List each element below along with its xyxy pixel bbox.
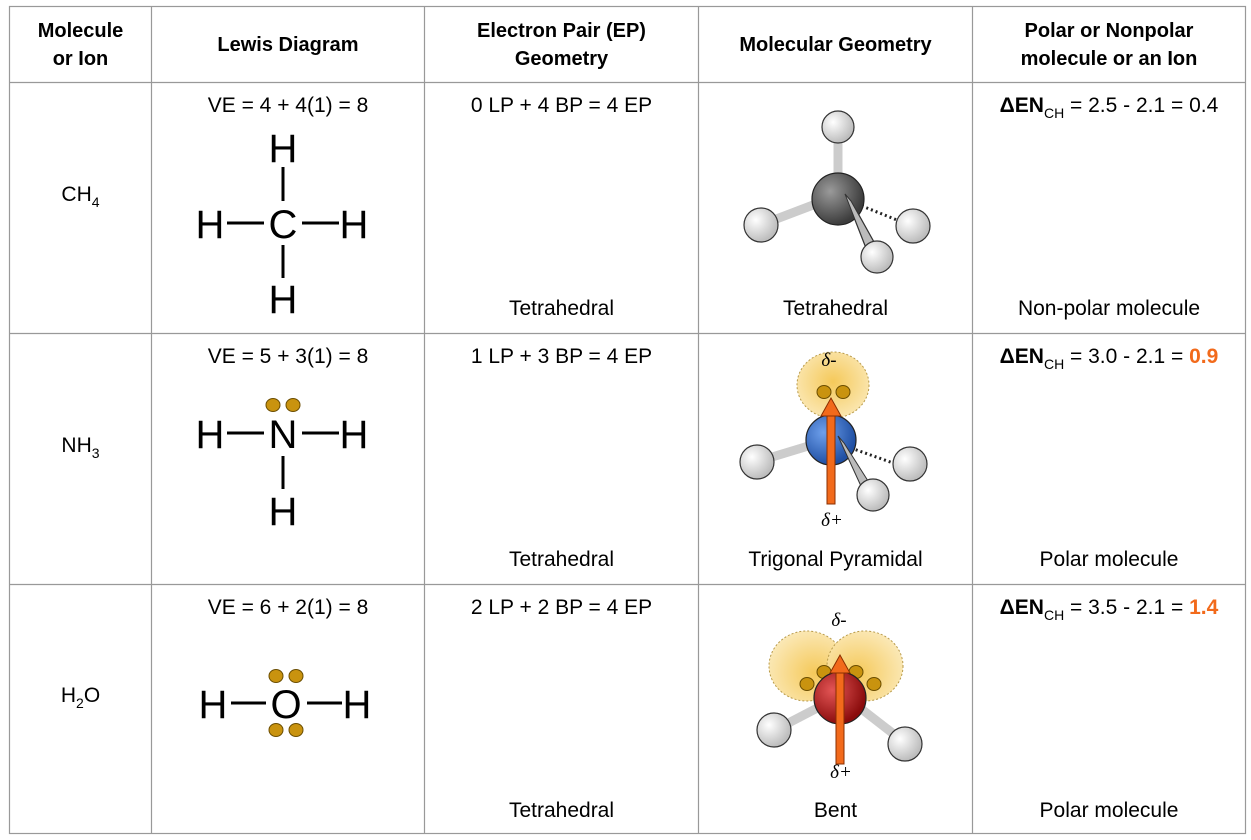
delta-plus-label: δ+: [821, 510, 843, 531]
ball-stick-ch4: [743, 110, 931, 274]
ball-stick-nh3: δ- δ+: [739, 350, 928, 531]
lewis-diagram-h2o: H O H: [199, 669, 372, 737]
ball-stick-h2o: δ- δ+: [756, 610, 923, 783]
atom-h: H: [199, 683, 228, 727]
molecular-geometry-nh3: Trigonal Pyramidal: [748, 548, 923, 571]
lewis-diagram-nh3: H N H H: [196, 398, 369, 533]
atom-center: O: [270, 683, 301, 727]
atom-h: H: [196, 413, 225, 457]
delta-en-ch4: ΔENCH = 2.5 - 2.1 = 0.4: [999, 94, 1219, 121]
ep-count-ch4: 0 LP + 4 BP = 4 EP: [470, 94, 653, 117]
atom-h: H: [196, 203, 225, 247]
molecular-geometry-ch4: Tetrahedral: [782, 297, 889, 320]
header-ep-geometry: Electron Pair (EP)Geometry: [477, 19, 646, 70]
formula-h2o: H2O: [60, 684, 101, 711]
molecular-geometry-h2o: Bent: [813, 799, 858, 822]
atom-h: H: [269, 278, 298, 322]
polarity-ch4: Non-polar molecule: [1017, 297, 1201, 320]
atom-center: N: [269, 413, 298, 457]
atom-h: H: [340, 203, 369, 247]
delta-en-nh3: ΔENCH = 3.0 - 2.1 = 0.9: [999, 345, 1219, 372]
polarity-h2o: Polar molecule: [1039, 799, 1179, 822]
delta-en-value: 1.4: [1189, 596, 1219, 619]
atom-h: H: [269, 490, 298, 533]
delta-en-value: 0.4: [1189, 94, 1219, 117]
delta-en-h2o: ΔENCH = 3.5 - 2.1 = 1.4: [999, 596, 1219, 623]
dipole-arrow: [829, 653, 851, 765]
ve-ch4: VE = 4 + 4(1) = 8: [207, 94, 369, 117]
dipole-arrow: [820, 396, 842, 505]
lewis-diagram-ch4: H H C H H: [196, 127, 369, 322]
atom-h: H: [343, 683, 372, 727]
ve-h2o: VE = 6 + 2(1) = 8: [207, 596, 369, 619]
delta-minus-label: δ-: [821, 350, 836, 371]
delta-en-value: 0.9: [1189, 345, 1219, 368]
delta-minus-label: δ-: [831, 610, 846, 631]
header-lewis: Lewis Diagram: [217, 33, 359, 56]
formula-nh3: NH3: [61, 434, 100, 461]
formula-ch4: CH4: [61, 183, 100, 210]
atom-h: H: [269, 127, 298, 171]
atom-h: H: [340, 413, 369, 457]
ve-nh3: VE = 5 + 3(1) = 8: [207, 345, 369, 368]
ep-geometry-ch4: Tetrahedral: [508, 297, 615, 320]
header-molecular-geometry: Molecular Geometry: [739, 33, 932, 56]
ep-count-h2o: 2 LP + 2 BP = 4 EP: [470, 596, 653, 619]
atom-center: C: [269, 203, 298, 247]
ep-geometry-nh3: Tetrahedral: [508, 548, 615, 571]
ep-geometry-h2o: Tetrahedral: [508, 799, 615, 822]
delta-plus-label: δ+: [830, 762, 852, 783]
ep-count-nh3: 1 LP + 3 BP = 4 EP: [470, 345, 653, 368]
polarity-nh3: Polar molecule: [1039, 548, 1179, 571]
